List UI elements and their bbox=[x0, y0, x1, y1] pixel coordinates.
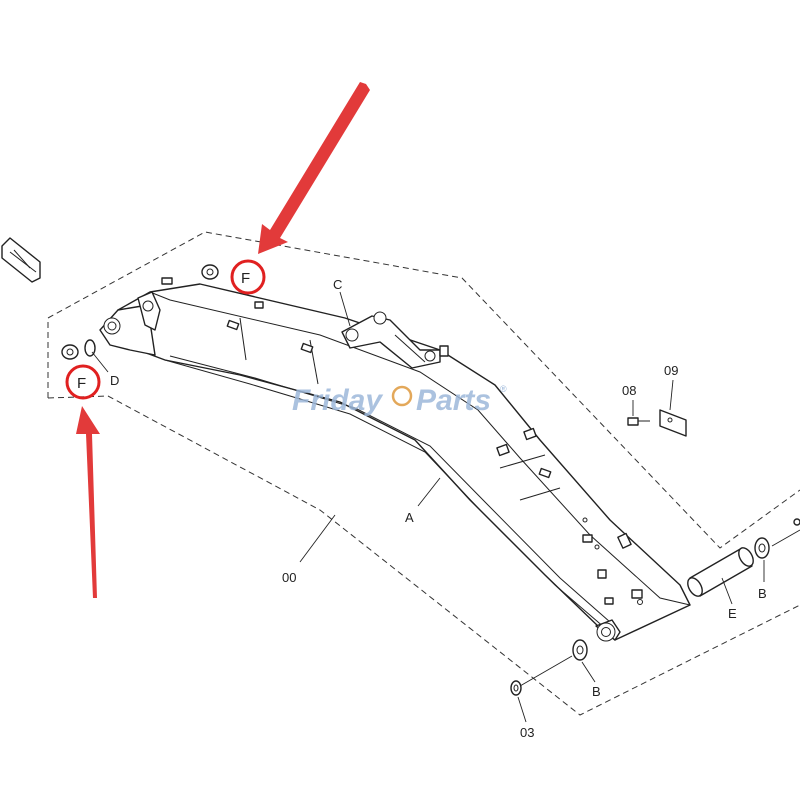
leader-00 bbox=[299, 514, 336, 563]
label-b-bottom: B bbox=[592, 684, 601, 699]
label-e: E bbox=[728, 606, 737, 621]
label-d: D bbox=[110, 373, 119, 388]
bracket-c bbox=[341, 311, 449, 369]
leader-e bbox=[721, 577, 733, 605]
watermark-mark: ® bbox=[500, 384, 507, 394]
leader-c bbox=[339, 291, 351, 327]
highlight-circle-f-left bbox=[65, 364, 101, 400]
label-a: A bbox=[405, 510, 414, 525]
highlight-circle-f-top bbox=[230, 259, 266, 295]
label-09: 09 bbox=[664, 363, 678, 378]
pin-e bbox=[687, 547, 754, 597]
leader-03 bbox=[517, 696, 527, 723]
label-00: 00 bbox=[282, 570, 296, 585]
watermark-logo-icon bbox=[391, 385, 413, 407]
red-pointer-arrow-icon bbox=[258, 82, 370, 254]
plate-09 bbox=[659, 379, 687, 437]
leader-b-bottom bbox=[581, 661, 596, 683]
front-direction-arrow-icon bbox=[1, 237, 41, 283]
red-pointer-arrow-icon bbox=[76, 406, 100, 598]
label-03: 03 bbox=[520, 725, 534, 740]
bushing-b-right bbox=[754, 518, 800, 559]
label-f-left: F bbox=[77, 375, 86, 392]
watermark-right: Parts bbox=[416, 384, 491, 417]
label-08: 08 bbox=[622, 383, 636, 398]
watermark-left: Friday bbox=[292, 384, 383, 417]
leader-a bbox=[417, 477, 441, 507]
bolt-08 bbox=[627, 400, 650, 426]
bushing-b-bottom bbox=[519, 639, 588, 687]
assembly-boundary bbox=[47, 231, 800, 549]
watermark: Friday Parts ® bbox=[292, 384, 507, 417]
bushing-f-left bbox=[61, 339, 109, 373]
washer-03 bbox=[510, 680, 522, 696]
label-b-right: B bbox=[758, 586, 767, 601]
label-f-top: F bbox=[241, 270, 250, 287]
bushing-f-top bbox=[201, 264, 219, 280]
label-c: C bbox=[333, 277, 342, 292]
